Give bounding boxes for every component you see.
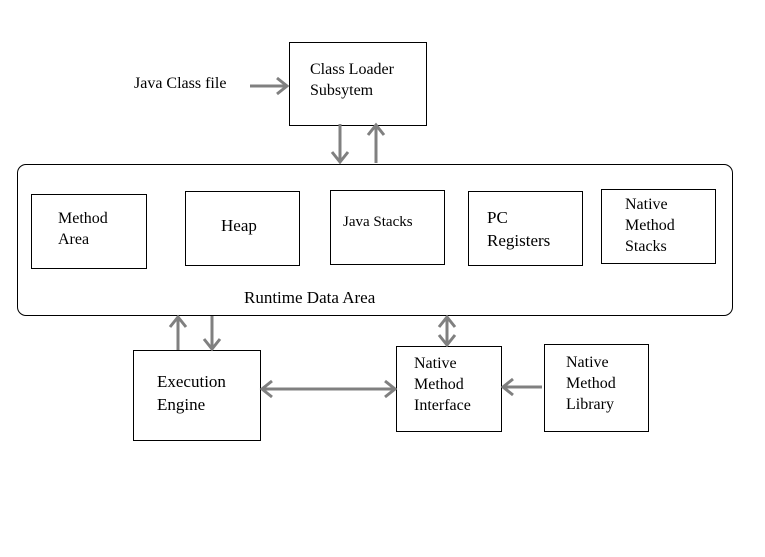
heap-label: Heap [221,216,257,235]
native-method-stacks-label: Native Method Stacks [625,196,675,255]
native-method-library-box [544,344,649,432]
arrow-engine-to-runtime [168,314,188,350]
native-method-library-label: Native Method Library [566,354,616,413]
class-loader-label: Class Loader Subsytem [310,61,394,99]
runtime-data-area-title: Runtime Data Area [244,288,376,307]
method-area-box [31,194,147,269]
pc-registers-label: PC Registers [487,208,551,250]
execution-engine-box [133,350,261,441]
arrow-runtime-native-interface [437,314,457,348]
arrow-runtime-to-loader [366,122,386,163]
java-stacks-box [330,190,445,265]
arrow-runtime-to-engine [202,316,222,352]
pc-registers-box [468,191,583,266]
arrow-classfile-to-loader [250,76,290,96]
native-method-stacks-box [601,189,716,264]
java-class-file-label: Java Class file [134,75,227,92]
method-area-label: Method Area [58,210,108,248]
class-loader-box [289,42,427,126]
execution-engine-label: Execution Engine [157,372,226,414]
native-method-interface-box [396,346,502,432]
java-stacks-label: Java Stacks [343,214,413,230]
native-method-interface-label: Native Method Interface [414,355,471,414]
heap-box [185,191,300,266]
arrow-library-to-interface [500,377,542,397]
arrow-loader-to-runtime [330,124,350,165]
arrow-engine-native-interface [259,379,398,399]
